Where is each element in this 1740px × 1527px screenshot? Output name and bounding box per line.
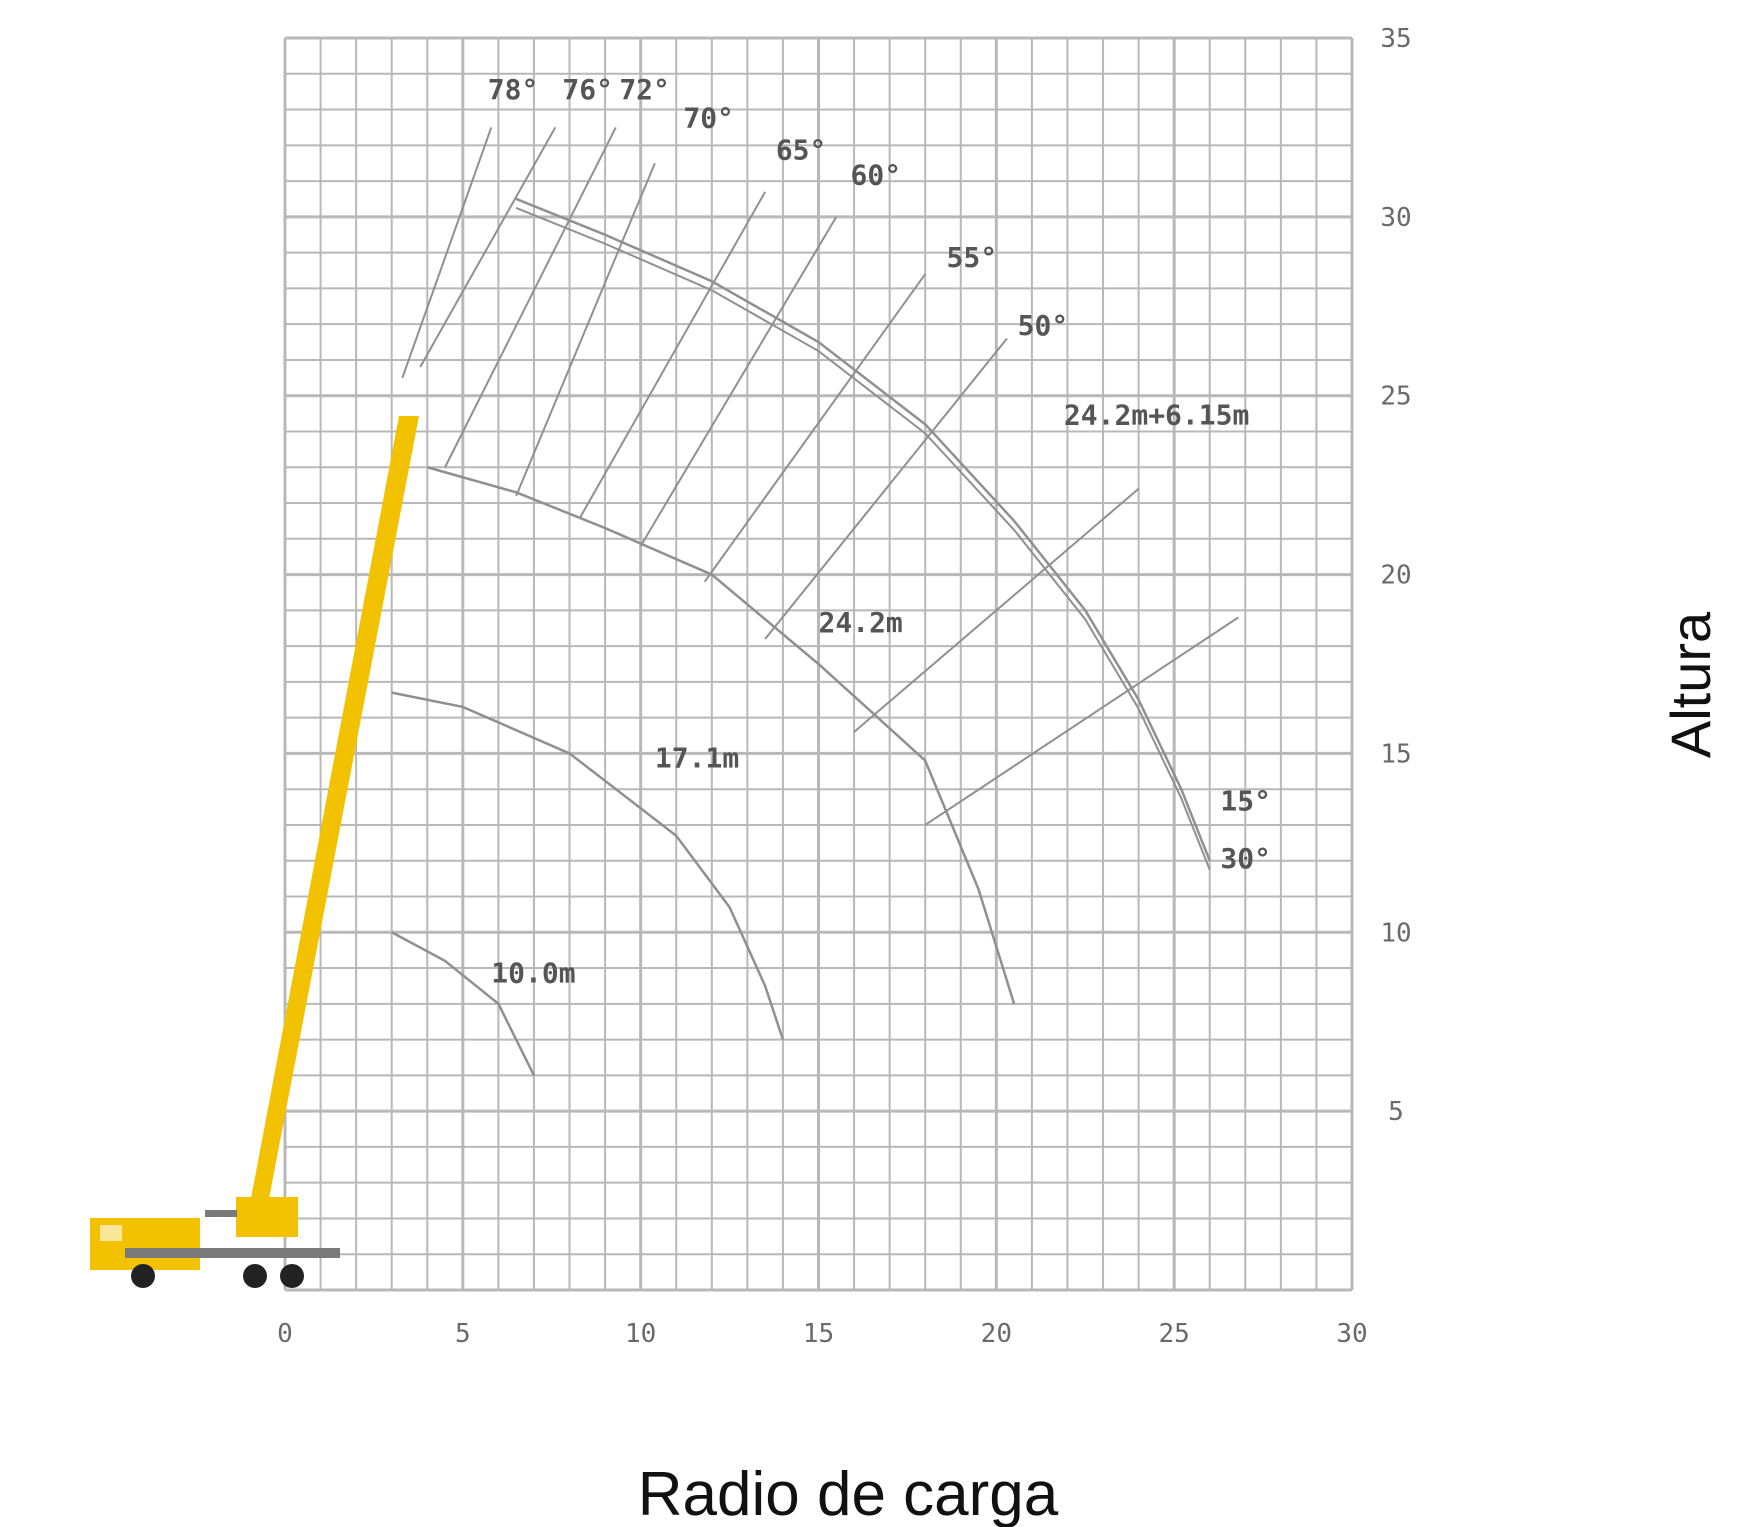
y-tick-label: 35: [1380, 24, 1411, 54]
annotation-label: 15°: [1220, 785, 1271, 818]
annotation-label: 60°: [851, 159, 902, 192]
x-tick-label: 25: [1159, 1319, 1190, 1349]
y-axis-label: Altura: [1659, 611, 1722, 758]
boom-angle-line: [764, 337, 1008, 640]
y-tick-label: 15: [1380, 739, 1411, 769]
annotation-label: 76°: [562, 73, 613, 106]
boom-angle-line: [515, 162, 656, 497]
x-axis-label: Radio de carga: [638, 1460, 1059, 1527]
truck-wheel: [280, 1264, 304, 1288]
x-tick-label: 5: [455, 1319, 471, 1349]
annotation-label: 72°: [619, 73, 670, 106]
curve-10-0m: [391, 931, 536, 1076]
annotation-label: 65°: [776, 134, 827, 167]
curve-24-2m: [426, 466, 1016, 1005]
boom-angle-line: [924, 616, 1239, 826]
chart-grid: [283, 36, 1354, 1292]
annotation-label: 24.2m+6.15m: [1064, 398, 1249, 431]
boom-angle-line: [419, 126, 557, 368]
annotation-label: 70°: [683, 101, 734, 134]
y-tick-label: 30: [1380, 203, 1411, 233]
curve-24-2m-6-15m-inner: [515, 207, 1211, 871]
annotation-label: 55°: [947, 241, 998, 274]
crane-truck-illustration: [90, 416, 419, 1288]
crane-boom: [245, 416, 419, 1230]
annotation-label: 17.1m: [655, 742, 739, 775]
annotation-label: 10.0m: [491, 956, 575, 989]
annotation-label: 50°: [1018, 309, 1069, 342]
boom-angle-line: [401, 127, 493, 379]
x-tick-label: 15: [803, 1319, 834, 1349]
y-tick-label: 5: [1388, 1097, 1404, 1127]
curve-24-2m-6-15m: [515, 197, 1211, 862]
y-axis-tick-labels: 5 10 15 20 25 30 35: [1380, 24, 1411, 1127]
annotation-label: 24.2m: [819, 606, 903, 639]
y-tick-label: 10: [1380, 918, 1411, 948]
curve-annotations: 78° 76°72° 70° 65° 60° 55° 50° 24.2m+6.15m 24.2m…: [488, 73, 1271, 990]
boom-angle-line: [579, 191, 767, 518]
crane-turret: [236, 1197, 298, 1237]
y-tick-label: 25: [1380, 382, 1411, 412]
boom-angle-line: [853, 487, 1140, 733]
annotation-label: 30°: [1220, 842, 1271, 875]
truck-cab-window: [100, 1225, 122, 1241]
y-tick-label: 20: [1380, 561, 1411, 591]
truck-wheel: [243, 1264, 267, 1288]
annotation-label: 78°: [488, 73, 539, 106]
x-tick-label: 0: [277, 1319, 293, 1349]
x-axis-tick-labels: 0 5 10 15 20 25 30: [277, 1319, 1367, 1349]
truck-chassis: [125, 1248, 340, 1258]
outrigger-beam: [205, 1210, 237, 1217]
x-tick-label: 30: [1336, 1319, 1367, 1349]
boom-angle-line: [444, 126, 617, 468]
x-tick-label: 10: [625, 1319, 656, 1349]
boom-angle-line: [703, 273, 927, 583]
boom-angle-line: [639, 216, 838, 547]
x-tick-label: 20: [981, 1319, 1012, 1349]
boom-length-curves: [391, 126, 1239, 1076]
curve-17-1m: [391, 691, 785, 1040]
truck-wheel: [131, 1264, 155, 1288]
